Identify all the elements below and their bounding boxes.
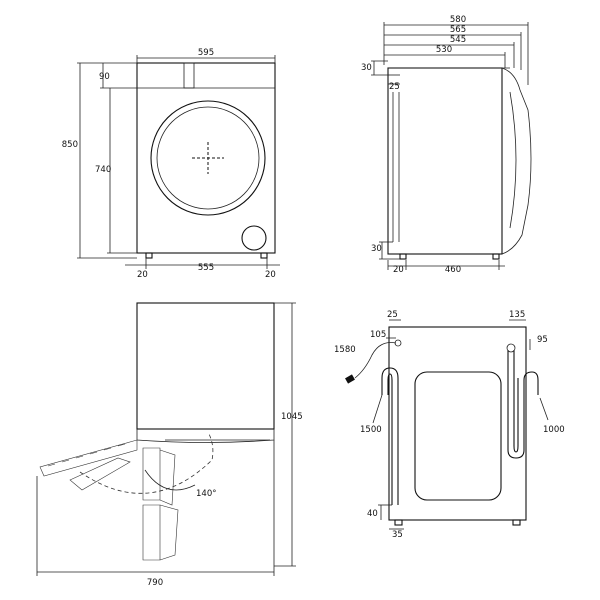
side-foot-offset-label: 20: [393, 265, 404, 275]
front-panel-height-label: 90: [99, 72, 110, 82]
front-foot-left: [145, 252, 153, 259]
total-width-label: 790: [147, 578, 163, 588]
door-swing-arc: [79, 431, 214, 494]
side-foot-span-label: 460: [445, 265, 461, 275]
side-depth-565-label: 565: [450, 25, 466, 35]
front-height-label: 850: [62, 140, 78, 150]
back-bottom-offset-label: 35: [392, 530, 403, 540]
power-cable: [354, 342, 397, 379]
back-view: 25 135 105 1580 95 1500 1000 40 35: [334, 310, 565, 540]
cable-length-label: 1580: [334, 345, 356, 355]
front-view: 595 850 90 740 20 555 20: [62, 48, 280, 280]
back-cable-offset-label: 105: [370, 330, 386, 340]
back-access-panel: [414, 371, 502, 501]
door-open-view: 140° 1045 790: [36, 302, 303, 588]
open-door-panel: [39, 439, 138, 477]
total-height-label: 1045: [281, 412, 303, 422]
drain-hose-length-label: 1000: [543, 425, 565, 435]
front-foot-offset-left-label: 20: [137, 270, 148, 280]
side-foot-left: [399, 253, 407, 260]
door-inner-ring: [156, 106, 260, 210]
back-right-drop-label: 95: [537, 335, 548, 345]
side-door-offset-label: 25: [389, 82, 400, 92]
detergent-drawer: [183, 62, 195, 89]
front-foot-offset-right-label: 20: [265, 270, 276, 280]
back-body: [388, 326, 527, 521]
side-foot-right: [492, 253, 500, 260]
back-top-offset-right-label: 135: [509, 310, 525, 320]
side-top-offset-label: 30: [361, 63, 372, 73]
top-view-body: [136, 302, 275, 430]
inlet-hose-length-label: 1500: [360, 425, 382, 435]
side-view: 580 565 545 530 30 25 30 20 460: [361, 15, 532, 275]
power-plug: [345, 374, 355, 384]
front-body-height-label: 740: [95, 165, 111, 175]
front-foot-span-label: 555: [198, 263, 214, 273]
side-body: [387, 67, 503, 255]
drain-hose: [507, 350, 539, 459]
door-outer-ring: [150, 100, 266, 216]
side-depth-530-label: 530: [436, 45, 452, 55]
side-door-bulge: [501, 67, 532, 255]
front-width-label: 595: [198, 48, 214, 58]
filter-cover: [241, 225, 267, 251]
back-top-offset-left-label: 25: [387, 310, 398, 320]
side-depth-580-label: 580: [450, 15, 466, 25]
front-foot-right: [260, 252, 268, 259]
back-bottom-height-label: 40: [367, 509, 378, 519]
side-bottom-offset-label: 30: [371, 244, 382, 254]
door-angle-label: 140°: [196, 489, 216, 499]
side-depth-545-label: 545: [450, 35, 466, 45]
inlet-hose: [381, 367, 399, 505]
door-center-crosshair: [192, 142, 224, 174]
front-body: [136, 62, 276, 254]
